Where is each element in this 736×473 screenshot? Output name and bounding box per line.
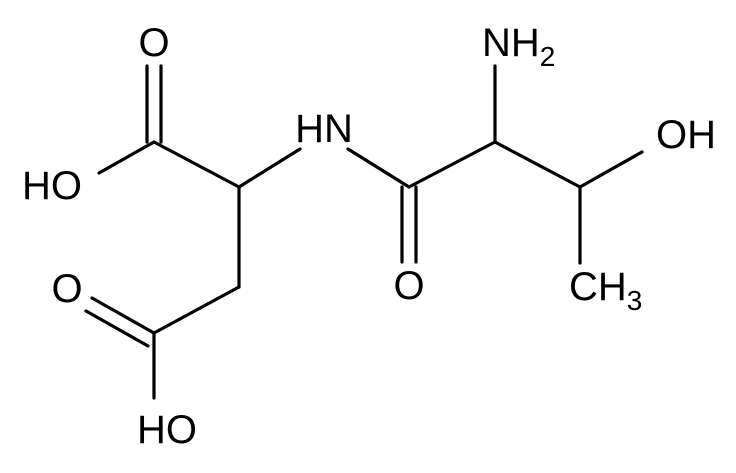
bond-c2-c3 [493, 140, 582, 189]
amino-nh-text: NH [482, 21, 540, 65]
atom-o-carbonyl-top: O [138, 21, 169, 65]
bond-c4-o-double-a [90, 296, 156, 335]
methyl-subscript: 3 [627, 285, 643, 316]
atom-hydroxyl-top: HO [22, 164, 82, 208]
bond-c4-o-double-b [84, 309, 150, 348]
amino-subscript: 2 [540, 41, 556, 72]
bonds [84, 64, 644, 400]
bond-calpha-n [237, 147, 302, 189]
atom-o-carbonyl-bottom: O [51, 267, 82, 311]
atom-amino-nh2: NH2 [482, 21, 555, 72]
atom-labels: O HO HN NH2 OH O CH3 O HO [22, 21, 716, 452]
atom-hydroxyl-right: OH [656, 113, 716, 157]
methyl-ch-text: CH [569, 265, 627, 309]
atom-methyl-ch3: CH3 [569, 265, 642, 316]
atom-o-amide: O [393, 264, 424, 308]
bond-n-camide [346, 147, 411, 189]
bond-c3-oh [578, 150, 644, 189]
atom-amide-nh: HN [295, 107, 353, 151]
bond-c1-oh [97, 140, 156, 175]
atom-hydroxyl-bottom: HO [137, 408, 197, 452]
bond-c1-calpha [152, 140, 241, 189]
bond-camide-c2 [407, 140, 497, 189]
bond-ch2-c4 [152, 285, 241, 335]
